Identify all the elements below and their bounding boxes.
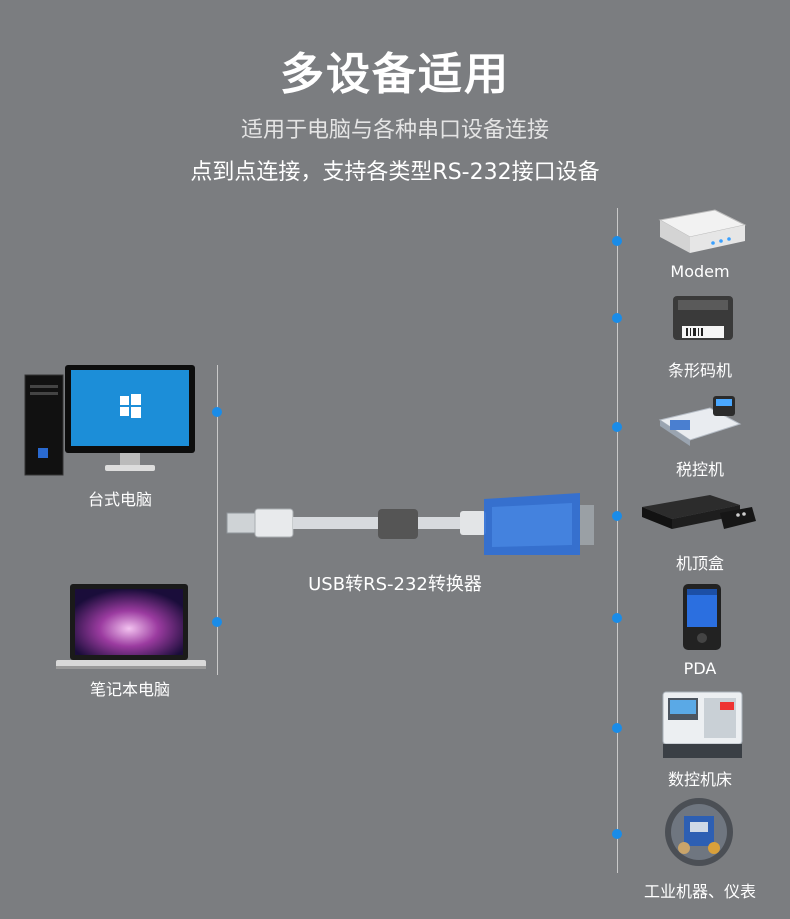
- cnc-machine-icon: [662, 691, 743, 758]
- modem-label: Modem: [670, 262, 730, 281]
- right-dot-industrial: [612, 829, 622, 839]
- modem: [655, 205, 750, 260]
- left-dot-desktop: [212, 407, 222, 417]
- set-top-box: [640, 485, 760, 545]
- usb-rs232-converter: [222, 485, 602, 565]
- barcode-printer-label: 条形码机: [667, 361, 732, 380]
- tax-machine-icon: [658, 396, 742, 446]
- set-top-box-icon: [642, 495, 756, 529]
- industrial-instrument-icon: [665, 798, 733, 866]
- set-top-box-label: 机顶盒: [675, 554, 724, 573]
- pda: [680, 582, 724, 652]
- right-dot-stb: [612, 511, 622, 521]
- tax-machine: [655, 390, 745, 450]
- right-dot-cnc: [612, 723, 622, 733]
- laptop-label: 笔记本电脑: [89, 680, 170, 699]
- converter-label: USB转RS-232转换器: [308, 574, 482, 595]
- cnc-machine: [660, 688, 745, 760]
- subtitle-line-1: 适用于电脑与各种串口设备连接: [240, 118, 549, 143]
- desktop-computer: [20, 360, 200, 480]
- desktop-label: 台式电脑: [87, 490, 152, 509]
- desktop-computer-icon: [24, 365, 195, 476]
- industrial-instrument: [662, 796, 737, 868]
- left-connector-line: [217, 365, 218, 675]
- tax-machine-label: 税控机: [675, 460, 724, 479]
- page-title: 多设备适用: [280, 49, 510, 100]
- right-connector-line: [617, 208, 618, 873]
- right-dot-pda: [612, 613, 622, 623]
- industrial-instrument-label: 工业机器、仪表: [643, 882, 756, 901]
- laptop-computer: [52, 582, 212, 672]
- usb-rs232-converter-icon: [226, 493, 594, 555]
- subtitle-line-2: 点到点连接，支持各类型RS-232接口设备: [190, 160, 600, 185]
- barcode-printer: [668, 288, 738, 348]
- modem-icon: [658, 209, 747, 253]
- pda-label: PDA: [683, 659, 717, 678]
- left-dot-laptop: [212, 617, 222, 627]
- laptop-icon: [56, 584, 206, 669]
- barcode-printer-icon: [673, 296, 733, 340]
- right-dot-tax: [612, 422, 622, 432]
- cnc-machine-label: 数控机床: [667, 770, 732, 789]
- right-dot-modem: [612, 236, 622, 246]
- right-dot-barcode: [612, 313, 622, 323]
- pda-icon: [683, 584, 721, 650]
